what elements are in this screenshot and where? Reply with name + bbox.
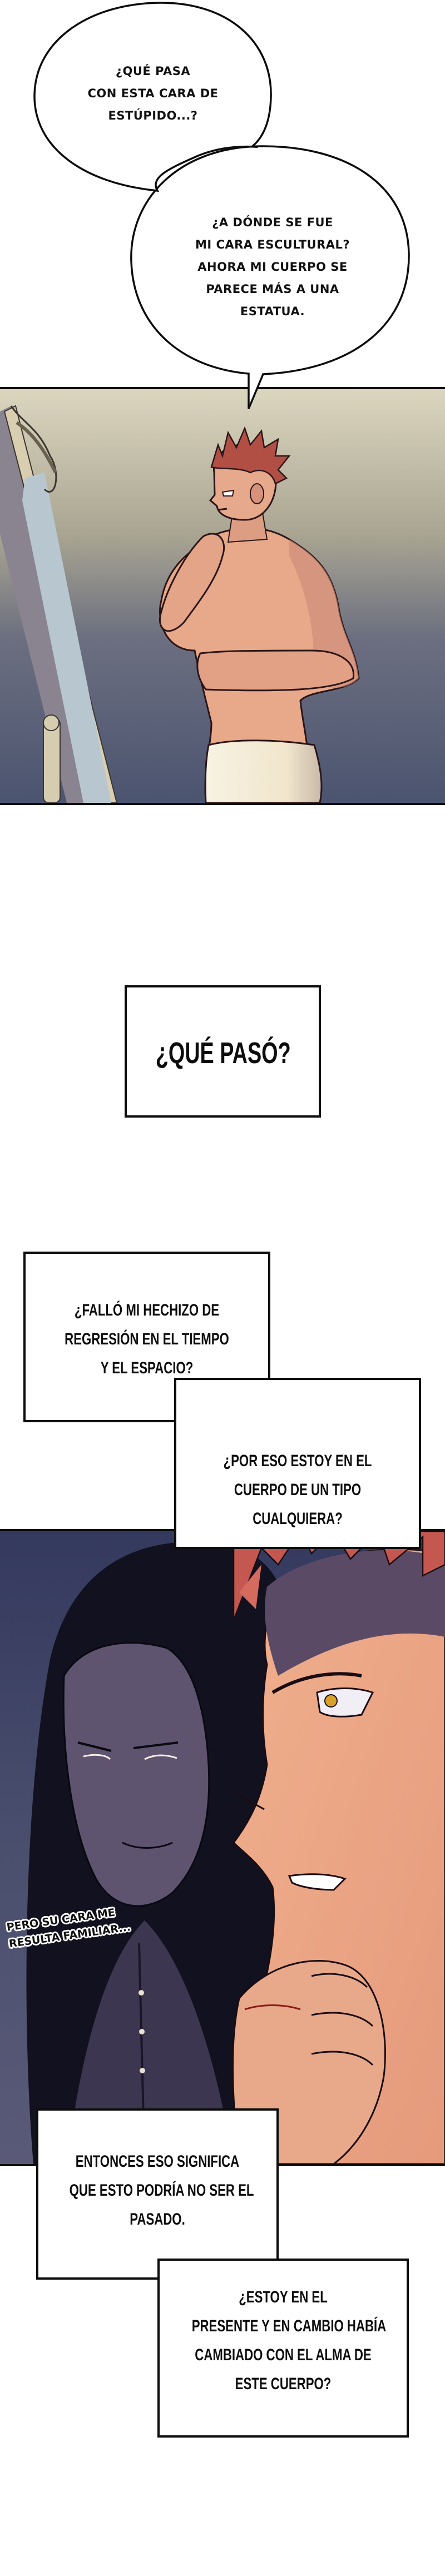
caption-que-paso-line: ¿QUÉ PASÓ? <box>155 1036 291 1070</box>
speech-bubble-2-text: ¿A DÓNDE SE FUE MI CARA ESCULTURAL? AHOR… <box>167 211 378 322</box>
mirror <box>0 405 118 803</box>
caption-cuerpo-line: CUALQUIERA? <box>253 1510 343 1528</box>
bubble-1-line: ESTÚPIDO...? <box>108 109 198 122</box>
caption-pasado-line: ENTONCES ESO SIGNIFICA <box>75 2152 240 2171</box>
panel-closeup-illustration <box>0 1531 445 2164</box>
caption-cuerpo-line: ¿POR ESO ESTOY EN EL <box>223 1452 372 1470</box>
caption-cuerpo-line: CUERPO DE UN TIPO <box>234 1481 362 1499</box>
bubble-2-line: MI CARA ESCULTURAL? <box>195 238 350 251</box>
panel-mirror-illustration <box>0 389 445 803</box>
caption-merge-fill <box>176 1380 268 1420</box>
caption-regresion-line: REGRESIÓN EN EL TIEMPO <box>65 1330 229 1348</box>
bubble-2-line: PARECE MÁS A UNA <box>206 282 339 296</box>
speech-bubble-1-outline <box>33 2 272 192</box>
bubble-1-line: ¿QUÉ PASA <box>115 64 191 78</box>
caption-regresion-line: Y EL ESPACIO? <box>100 1359 194 1377</box>
bubble-2-line: ¿A DÓNDE SE FUE <box>212 216 333 229</box>
caption-pasado-line: QUE ESTO PODRÍA NO SER EL <box>69 2181 254 2200</box>
caption-presente: ¿ESTOY EN EL PRESENTE Y EN CAMBIO HABÍA … <box>157 2259 409 2438</box>
bubble-1-line: CON ESTA CARA DE <box>87 87 219 100</box>
red-haired-man <box>159 426 360 803</box>
speech-bubbles-shapes <box>33 2 410 409</box>
panel-closeup <box>0 1529 445 2166</box>
speech-bubble-1-text: ¿QUÉ PASA CON ESTA CARA DE ESTÚPIDO...? <box>61 60 245 127</box>
bubble-2-line: AHORA MI CUERPO SE <box>197 260 348 274</box>
caption-regresion-line: ¿FALLÓ MI HECHIZO DE <box>74 1301 220 1319</box>
caption-merge-fill-2 <box>160 2261 276 2277</box>
long-haired-man <box>26 1541 289 2164</box>
caption-presente-line: ESTE CUERPO? <box>235 2375 332 2393</box>
caption-que-paso: ¿QUÉ PASÓ? <box>125 985 321 1118</box>
caption-presente-line: CAMBIADO CON EL ALMA DE <box>195 2346 372 2364</box>
bubble-2-line: ESTATUA. <box>240 305 305 318</box>
caption-pasado: ENTONCES ESO SIGNIFICA QUE ESTO PODRÍA N… <box>36 2108 279 2280</box>
caption-pasado-line: PASADO. <box>130 2210 185 2228</box>
caption-presente-line: PRESENTE Y EN CAMBIO HABÍA <box>191 2317 387 2335</box>
speech-bubble-2-outline <box>130 145 410 409</box>
caption-presente-line: ¿ESTOY EN EL <box>239 2288 328 2306</box>
panel-mirror <box>0 387 445 805</box>
